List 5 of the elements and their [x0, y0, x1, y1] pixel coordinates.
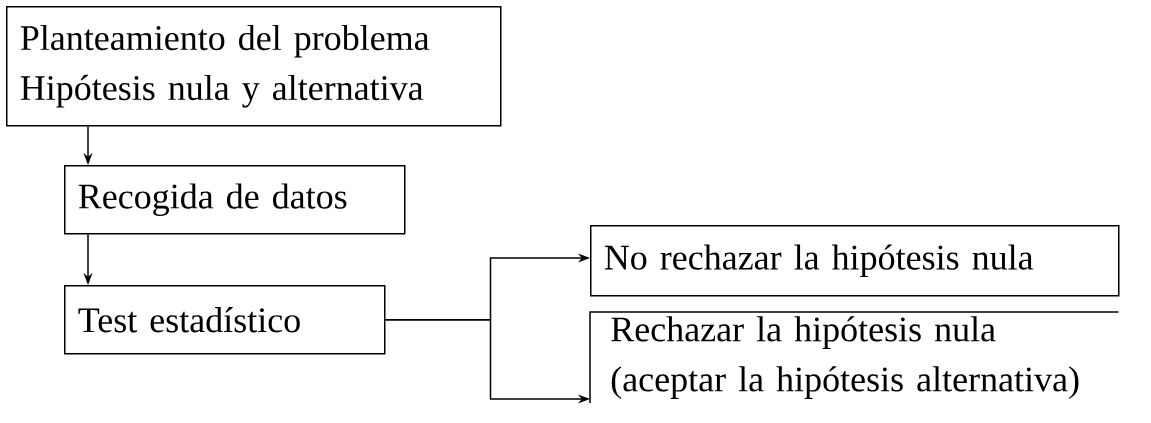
process-box: Rechazar la hipótesis nula (aceptar la hipótesis alternativa): [589, 311, 1120, 404]
process-box: Test estadístico: [64, 285, 386, 355]
process-box: Planteamiento del problema Hipótesis nula y alternativa: [6, 6, 502, 127]
process-box: Recogida de datos: [64, 165, 406, 235]
process-box: No rechazar la hipótesis nula: [590, 225, 1120, 297]
